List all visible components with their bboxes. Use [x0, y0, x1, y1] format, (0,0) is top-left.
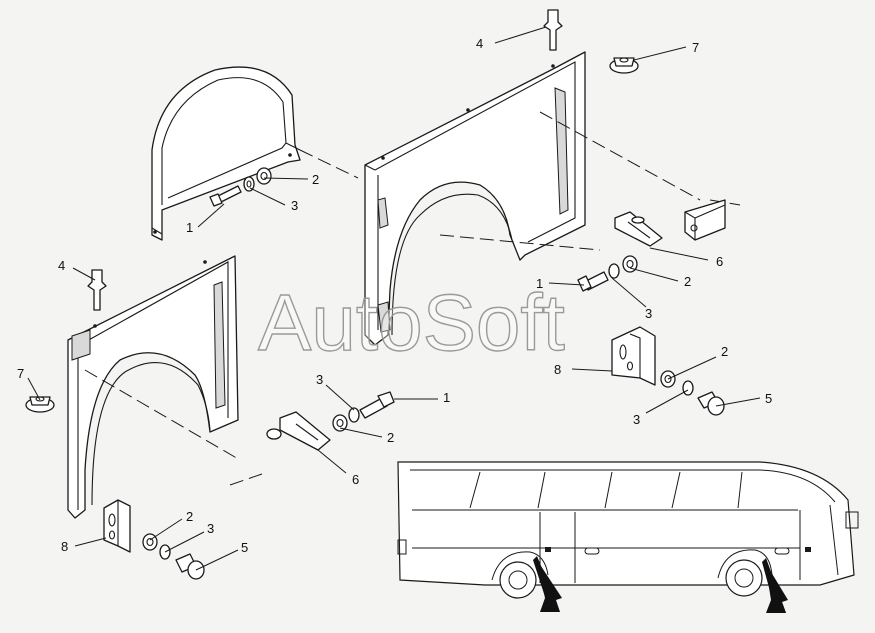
washer-2-topleft [256, 167, 272, 185]
mount-block-right [684, 199, 726, 241]
callout-bolt-1: 1 [186, 220, 193, 235]
watermark: AutoSoft [258, 278, 565, 367]
nut-7-topright [609, 57, 639, 74]
alignment-line [229, 473, 263, 486]
bus-side-view [397, 461, 859, 599]
callout-lockwasher-3: 3 [207, 521, 214, 536]
fender-panel-left [67, 255, 239, 519]
callout-washer-2: 2 [387, 430, 394, 445]
callout-nut-7: 7 [692, 40, 699, 55]
lockwasher-3-topleft [243, 176, 255, 192]
alignment-line [439, 234, 601, 251]
fender-panel-right [364, 51, 586, 346]
lockwasher-3-right-bracket [682, 380, 694, 396]
bracket-8-left [103, 499, 131, 553]
callout-bolt-1: 1 [536, 276, 543, 291]
washer-2-mid [332, 414, 348, 432]
lockwasher-3-right [608, 263, 620, 279]
callout-pin-4: 4 [58, 258, 65, 273]
nut-7-left [25, 396, 55, 413]
alignment-line [84, 369, 241, 461]
location-arrow-front [762, 558, 788, 613]
callout-lockwasher-3: 3 [291, 198, 298, 213]
callout-bolt-1: 1 [443, 390, 450, 405]
alignment-line [539, 111, 701, 201]
callout-screw-5: 5 [765, 391, 772, 406]
callout-lockwasher-3: 3 [316, 372, 323, 387]
callout-lockwasher-3: 3 [645, 306, 652, 321]
lockwasher-3-mid [348, 407, 360, 423]
screw-5-right [697, 391, 725, 416]
callout-plate-6: 6 [716, 254, 723, 269]
callout-washer-2: 2 [684, 274, 691, 289]
rear-arch-bracket-small [151, 66, 301, 241]
callout-labels: 1 2 3 4 7 6 1 2 3 8 2 3 5 4 7 3 1 2 6 8 … [17, 36, 772, 555]
pin-4-left [87, 269, 107, 311]
screw-5-left [175, 553, 205, 580]
callout-plate-6: 6 [352, 472, 359, 487]
bolt-1-right [577, 271, 609, 292]
bracket-8-right [611, 326, 656, 386]
callout-pin-4: 4 [476, 36, 483, 51]
bolt-1-topleft [209, 185, 242, 207]
slotted-plate-6-mid [266, 411, 331, 451]
callout-lockwasher-3: 3 [633, 412, 640, 427]
callout-washer-2: 2 [312, 172, 319, 187]
pin-4-topright [543, 9, 563, 51]
alignment-line [709, 199, 741, 206]
alignment-line [299, 149, 359, 179]
leader-lines [27, 26, 761, 571]
callout-nut-7: 7 [17, 366, 24, 381]
callout-bracket-8: 8 [61, 539, 68, 554]
bolt-1-mid [359, 391, 395, 419]
location-arrow-rear [533, 556, 562, 612]
slotted-plate-6-right [614, 211, 663, 247]
callout-washer-2: 2 [721, 344, 728, 359]
callout-screw-5: 5 [241, 540, 248, 555]
washer-2-right [622, 255, 638, 273]
callout-bracket-8: 8 [554, 362, 561, 377]
callout-washer-2: 2 [186, 509, 193, 524]
